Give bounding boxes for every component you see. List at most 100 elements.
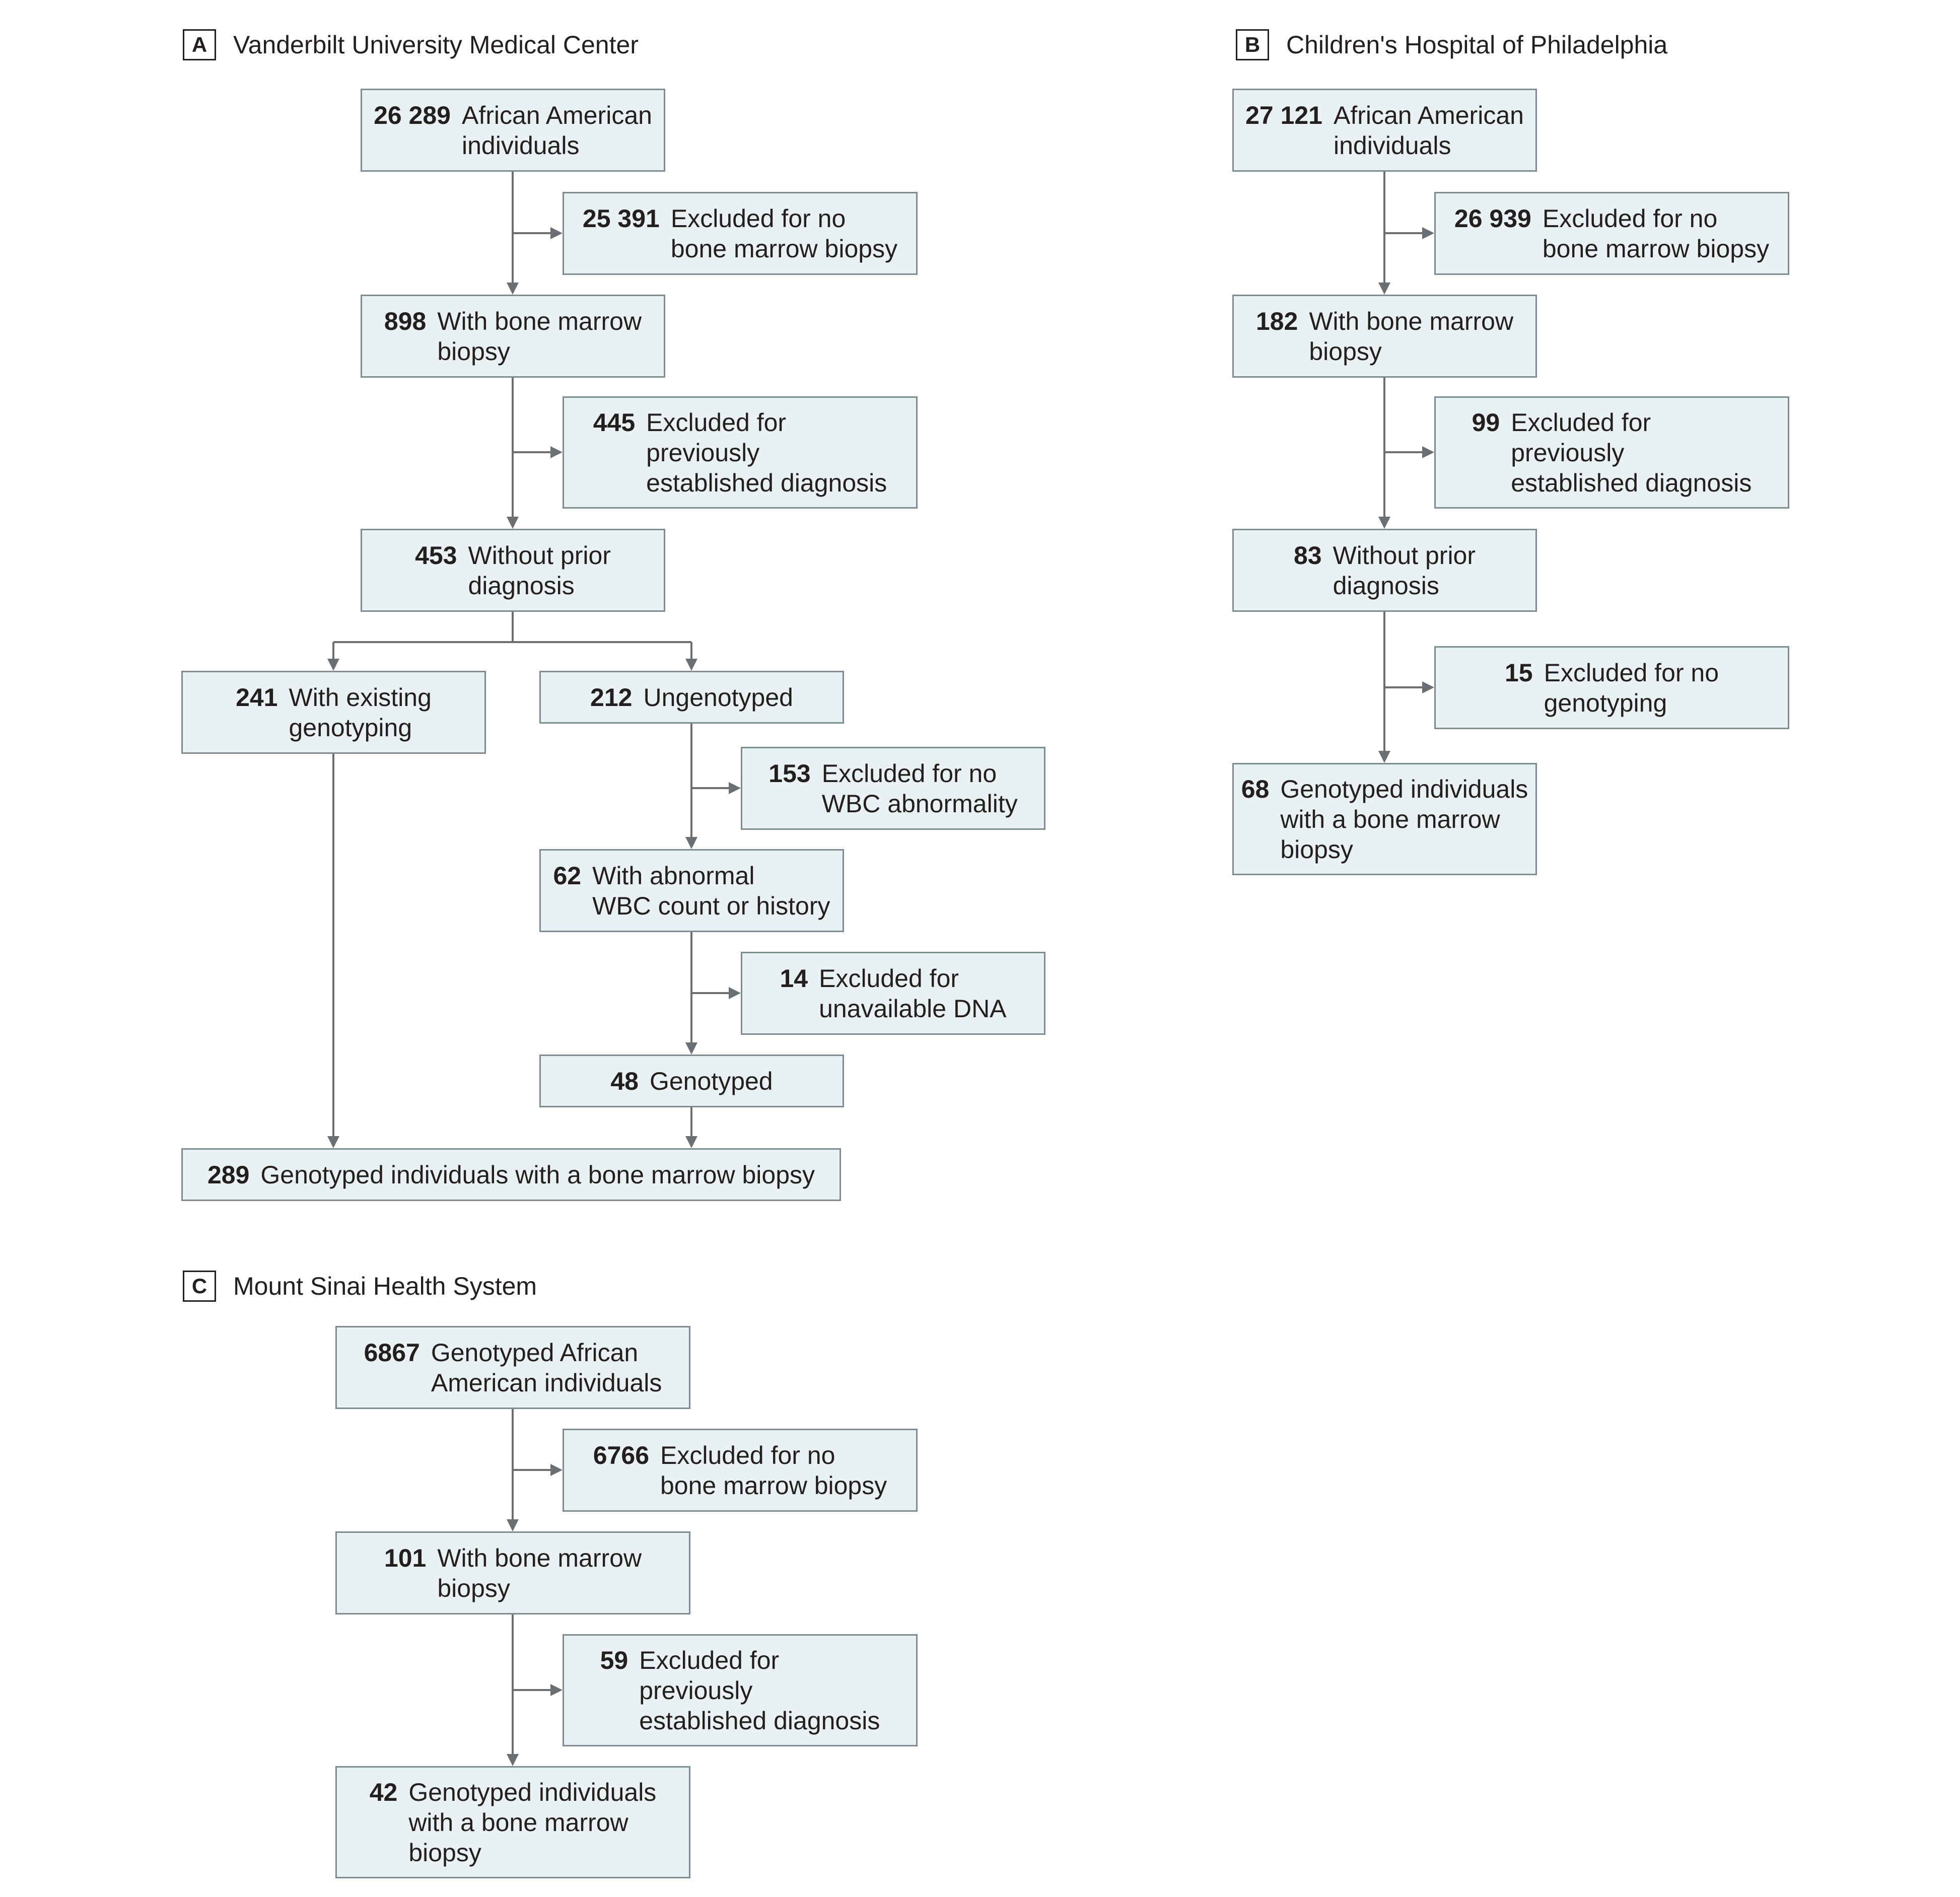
a-excluded-no-dna-count: 14: [780, 964, 808, 993]
a-existing-genotyping-box: 241 With existing genotyping: [181, 671, 486, 754]
a-genotyped-count: 48: [610, 1067, 639, 1095]
b-excluded-no-biopsy-count: 26 939: [1454, 204, 1531, 233]
panel-a-header: A Vanderbilt University Medical Center: [183, 29, 639, 60]
panel-c-letter: C: [183, 1271, 216, 1302]
b-start-box: 27 121 African American individuals: [1232, 89, 1537, 172]
a-arrow-genotyped-to-final-head: [685, 1136, 697, 1148]
a-arrow-to-excluded-dna-head: [729, 987, 741, 999]
b-arrow-to-excluded-prior-head: [1422, 446, 1434, 458]
a-abnormal-wbc-box: 62 With abnormal WBC count or history: [539, 849, 844, 932]
b-excluded-no-biopsy-label: Excluded for no bone marrow biopsy: [1542, 204, 1770, 263]
c-excluded-prior-diagnosis-label: Excluded for previously established diag…: [639, 1646, 880, 1735]
c-arrow-start-to-biopsy-head: [507, 1519, 519, 1531]
c-arrow-to-excluded-prior-head: [550, 1684, 563, 1696]
panel-b-title: Children's Hospital of Philadelphia: [1286, 31, 1668, 59]
a-without-prior-diagnosis-box: 453 Without prior diagnosis: [361, 529, 665, 612]
b-excluded-prior-diagnosis-count: 99: [1472, 408, 1500, 437]
b-excluded-prior-diagnosis-box: 99 Excluded for previously established d…: [1434, 396, 1789, 509]
c-excluded-no-biopsy-count: 6766: [593, 1441, 649, 1469]
c-start-count: 6867: [364, 1338, 420, 1367]
b-final-count: 68: [1241, 775, 1270, 803]
c-excluded-prior-diagnosis-box: 59 Excluded for previously established d…: [563, 1634, 918, 1746]
c-final-label: Genotyped individuals with a bone marrow…: [408, 1778, 657, 1867]
c-excluded-no-biopsy-box: 6766 Excluded for no bone marrow biopsy: [563, 1429, 918, 1512]
a-ungenotyped-box: 212 Ungenotyped: [539, 671, 844, 724]
b-arrow-to-excluded-no-biopsy-head: [1422, 227, 1434, 239]
b-excluded-no-biopsy-box: 26 939 Excluded for no bone marrow biops…: [1434, 192, 1789, 275]
b-start-count: 27 121: [1245, 101, 1322, 129]
b-arrow-biopsy-to-no-prior-head: [1378, 517, 1390, 529]
a-existing-genotyping-label: With existing genotyping: [289, 683, 432, 742]
a-arrow-to-excluded-prior-head: [550, 446, 563, 458]
a-existing-genotyping-count: 241: [236, 683, 278, 712]
b-excluded-prior-diagnosis-label: Excluded for previously established diag…: [1511, 408, 1752, 497]
a-final-label: Genotyped individuals with a bone marrow…: [260, 1160, 815, 1189]
c-arrow-biopsy-to-final-head: [507, 1754, 519, 1766]
a-excluded-no-wbc-label: Excluded for no WBC abnormality: [821, 759, 1018, 818]
a-arrow-abnormal-to-genotyped-head: [685, 1042, 697, 1055]
b-arrow-start-to-biopsy-head: [1378, 283, 1390, 295]
a-without-prior-diagnosis-label: Without prior diagnosis: [468, 541, 611, 600]
a-arrow-ungenotyped-to-abnormal-head: [685, 837, 697, 849]
b-final-box: 68 Genotyped individuals with a bone mar…: [1232, 763, 1537, 875]
a-excluded-prior-diagnosis-box: 445 Excluded for previously established …: [563, 396, 918, 509]
a-excluded-no-wbc-box: 153 Excluded for no WBC abnormality: [741, 747, 1045, 830]
b-with-biopsy-count: 182: [1255, 307, 1298, 335]
a-with-biopsy-box: 898 With bone marrow biopsy: [361, 295, 665, 378]
panel-b-header: B Children's Hospital of Philadelphia: [1236, 29, 1667, 60]
a-arrow-to-existing-head: [327, 659, 339, 671]
a-arrow-to-excluded-wbc-head: [729, 782, 741, 794]
a-excluded-no-wbc-count: 153: [768, 759, 811, 788]
a-arrow-start-to-biopsy-head: [507, 283, 519, 295]
a-excluded-no-biopsy-label: Excluded for no bone marrow biopsy: [670, 204, 898, 263]
c-excluded-prior-diagnosis-count: 59: [600, 1646, 628, 1674]
b-without-prior-diagnosis-label: Without prior diagnosis: [1333, 541, 1476, 600]
a-with-biopsy-label: With bone marrow biopsy: [437, 307, 642, 366]
b-excluded-no-genotyping-box: 15 Excluded for no genotyping: [1434, 646, 1789, 729]
b-with-biopsy-box: 182 With bone marrow biopsy: [1232, 295, 1537, 378]
b-excluded-no-genotyping-label: Excluded for no genotyping: [1544, 658, 1719, 717]
a-excluded-no-biopsy-count: 25 391: [582, 204, 660, 233]
a-excluded-no-biopsy-box: 25 391 Excluded for no bone marrow biops…: [563, 192, 918, 275]
c-start-label: Genotyped African American individuals: [431, 1338, 662, 1397]
a-start-count: 26 289: [374, 101, 451, 129]
a-ungenotyped-count: 212: [590, 683, 633, 712]
a-excluded-no-dna-label: Excluded for unavailable DNA: [819, 964, 1007, 1023]
b-excluded-no-genotyping-count: 15: [1504, 658, 1533, 687]
b-without-prior-diagnosis-box: 83 Without prior diagnosis: [1232, 529, 1537, 612]
b-start-label: African American individuals: [1334, 101, 1524, 160]
c-with-biopsy-box: 101 With bone marrow biopsy: [335, 1531, 690, 1614]
a-excluded-prior-diagnosis-count: 445: [593, 408, 636, 437]
a-arrow-existing-to-final-head: [327, 1136, 339, 1148]
b-arrow-no-prior-to-final-head: [1378, 751, 1390, 763]
panel-c-title: Mount Sinai Health System: [233, 1272, 537, 1300]
c-arrow-to-excluded-no-biopsy-head: [550, 1464, 563, 1476]
panel-a-letter: A: [183, 29, 216, 60]
c-with-biopsy-label: With bone marrow biopsy: [437, 1543, 642, 1602]
c-start-box: 6867 Genotyped African American individu…: [335, 1326, 690, 1409]
a-final-count: 289: [207, 1160, 250, 1189]
a-arrow-to-excluded-no-biopsy-head: [550, 227, 563, 239]
b-without-prior-diagnosis-count: 83: [1293, 541, 1322, 570]
a-abnormal-wbc-label: With abnormal WBC count or history: [592, 861, 830, 920]
a-ungenotyped-label: Ungenotyped: [643, 683, 793, 712]
panel-b-letter: B: [1236, 29, 1269, 60]
panel-c-header: C Mount Sinai Health System: [183, 1271, 537, 1302]
panel-a-title: Vanderbilt University Medical Center: [233, 31, 639, 59]
c-final-count: 42: [369, 1778, 398, 1806]
a-with-biopsy-count: 898: [384, 307, 427, 335]
b-with-biopsy-label: With bone marrow biopsy: [1309, 307, 1514, 366]
b-arrow-to-excluded-genotyping-head: [1422, 681, 1434, 693]
a-excluded-no-dna-box: 14 Excluded for unavailable DNA: [741, 952, 1045, 1035]
a-genotyped-box: 48 Genotyped: [539, 1055, 844, 1107]
a-start-label: African American individuals: [462, 101, 652, 160]
a-abnormal-wbc-count: 62: [553, 861, 582, 890]
c-with-biopsy-count: 101: [384, 1543, 427, 1572]
a-excluded-prior-diagnosis-label: Excluded for previously established diag…: [646, 408, 887, 497]
a-start-box: 26 289 African American individuals: [361, 89, 665, 172]
c-excluded-no-biopsy-label: Excluded for no bone marrow biopsy: [660, 1441, 887, 1500]
b-final-label: Genotyped individuals with a bone marrow…: [1280, 775, 1528, 864]
a-final-box: 289 Genotyped individuals with a bone ma…: [181, 1148, 841, 1201]
